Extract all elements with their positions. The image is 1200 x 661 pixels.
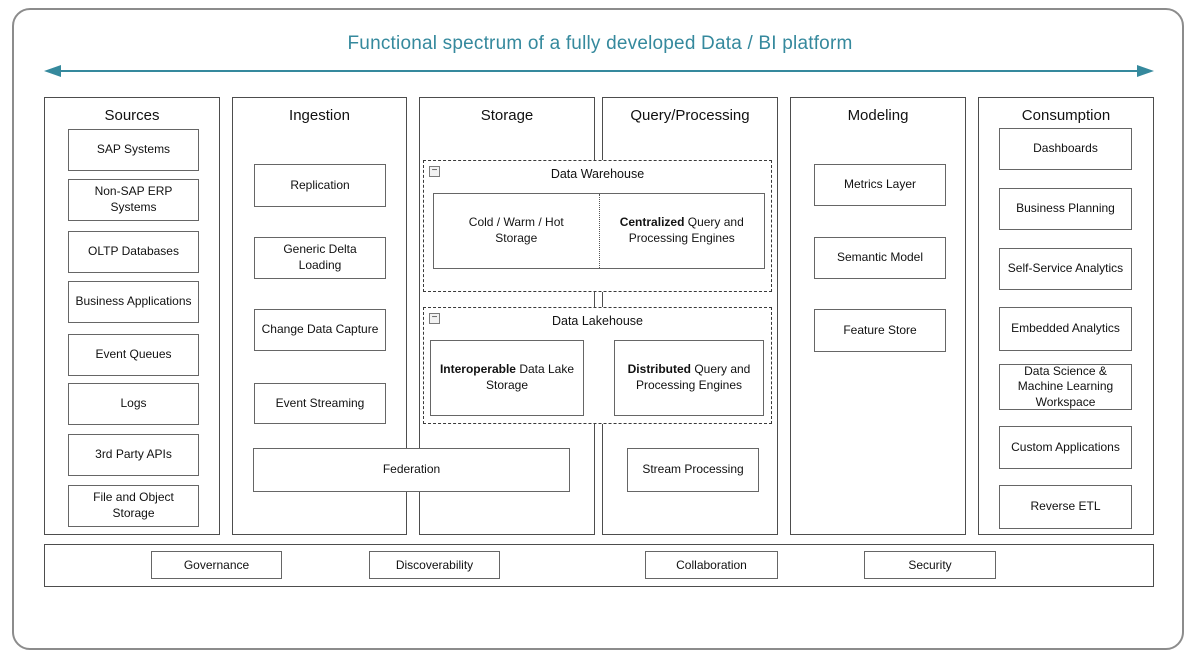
- column-ingestion-title: Ingestion: [289, 107, 350, 124]
- column-modeling-title: Modeling: [847, 107, 909, 124]
- consumption-item: Reverse ETL: [999, 485, 1132, 529]
- column-storage-title: Storage: [480, 107, 534, 124]
- group-data-warehouse: − Data Warehouse Cold / Warm / Hot Stora…: [423, 160, 772, 292]
- ingestion-item: Replication: [254, 164, 386, 207]
- lakehouse-storage-box: Interoperable Data Lake Storage: [430, 340, 584, 416]
- group-data-lakehouse-label: Data Lakehouse: [551, 314, 644, 328]
- ingestion-item: Event Streaming: [254, 383, 386, 424]
- bottom-bar: Governance Discoverability Collaboration…: [44, 544, 1154, 587]
- column-consumption: Consumption Dashboards Business Planning…: [978, 97, 1154, 535]
- lakehouse-storage-label: Interoperable Data Lake Storage: [439, 362, 575, 392]
- source-item: Business Applications: [68, 281, 199, 323]
- collapse-toggle-icon[interactable]: −: [429, 313, 440, 324]
- ingestion-item: Generic Delta Loading: [254, 237, 386, 279]
- warehouse-storage-label: Cold / Warm / Hot Storage: [468, 215, 564, 245]
- column-modeling: Modeling Metrics Layer Semantic Model Fe…: [790, 97, 966, 535]
- outer-frame: [12, 8, 1184, 650]
- collapse-toggle-icon[interactable]: −: [429, 166, 440, 177]
- group-data-warehouse-label: Data Warehouse: [550, 167, 645, 181]
- consumption-item: Self-Service Analytics: [999, 248, 1132, 290]
- modeling-item: Metrics Layer: [814, 164, 946, 206]
- source-item: Logs: [68, 383, 199, 425]
- federation-box: Federation: [253, 448, 570, 492]
- spectrum-arrow-icon: [44, 65, 1154, 77]
- consumption-item: Embedded Analytics: [999, 307, 1132, 351]
- bottom-bar-item: Collaboration: [645, 551, 778, 579]
- warehouse-engines-cell: Centralized Query and Processing Engines: [598, 194, 765, 268]
- column-sources-title: Sources: [104, 107, 160, 124]
- column-sources: Sources SAP Systems Non-SAP ERP Systems …: [44, 97, 220, 535]
- source-item: Event Queues: [68, 334, 199, 376]
- group-data-lakehouse: − Data Lakehouse Interoperable Data Lake…: [423, 307, 772, 424]
- warehouse-storage-cell: Cold / Warm / Hot Storage: [434, 194, 599, 268]
- source-item: 3rd Party APIs: [68, 434, 199, 476]
- warehouse-engines-label: Centralized Query and Processing Engines: [619, 215, 744, 245]
- source-item: File and Object Storage: [68, 485, 199, 527]
- consumption-item: Custom Applications: [999, 426, 1132, 469]
- column-query-processing-title: Query/Processing: [630, 107, 750, 124]
- source-item: Non-SAP ERP Systems: [68, 179, 199, 221]
- stream-processing-box: Stream Processing: [627, 448, 759, 492]
- modeling-item: Semantic Model: [814, 237, 946, 279]
- lakehouse-engines-label: Distributed Query and Processing Engines: [627, 362, 751, 392]
- ingestion-item: Change Data Capture: [254, 309, 386, 351]
- warehouse-inner-box: Cold / Warm / Hot Storage Centralized Qu…: [433, 193, 765, 269]
- bottom-bar-item: Security: [864, 551, 996, 579]
- consumption-item: Data Science & Machine Learning Workspac…: [999, 364, 1132, 410]
- source-item: OLTP Databases: [68, 231, 199, 273]
- diagram-title: Functional spectrum of a fully developed…: [347, 33, 853, 54]
- modeling-item: Feature Store: [814, 309, 946, 352]
- bottom-bar-item: Governance: [151, 551, 282, 579]
- consumption-item: Dashboards: [999, 128, 1132, 170]
- consumption-item: Business Planning: [999, 188, 1132, 230]
- column-consumption-title: Consumption: [1021, 107, 1111, 124]
- source-item: SAP Systems: [68, 129, 199, 171]
- bottom-bar-item: Discoverability: [369, 551, 500, 579]
- lakehouse-engines-box: Distributed Query and Processing Engines: [614, 340, 764, 416]
